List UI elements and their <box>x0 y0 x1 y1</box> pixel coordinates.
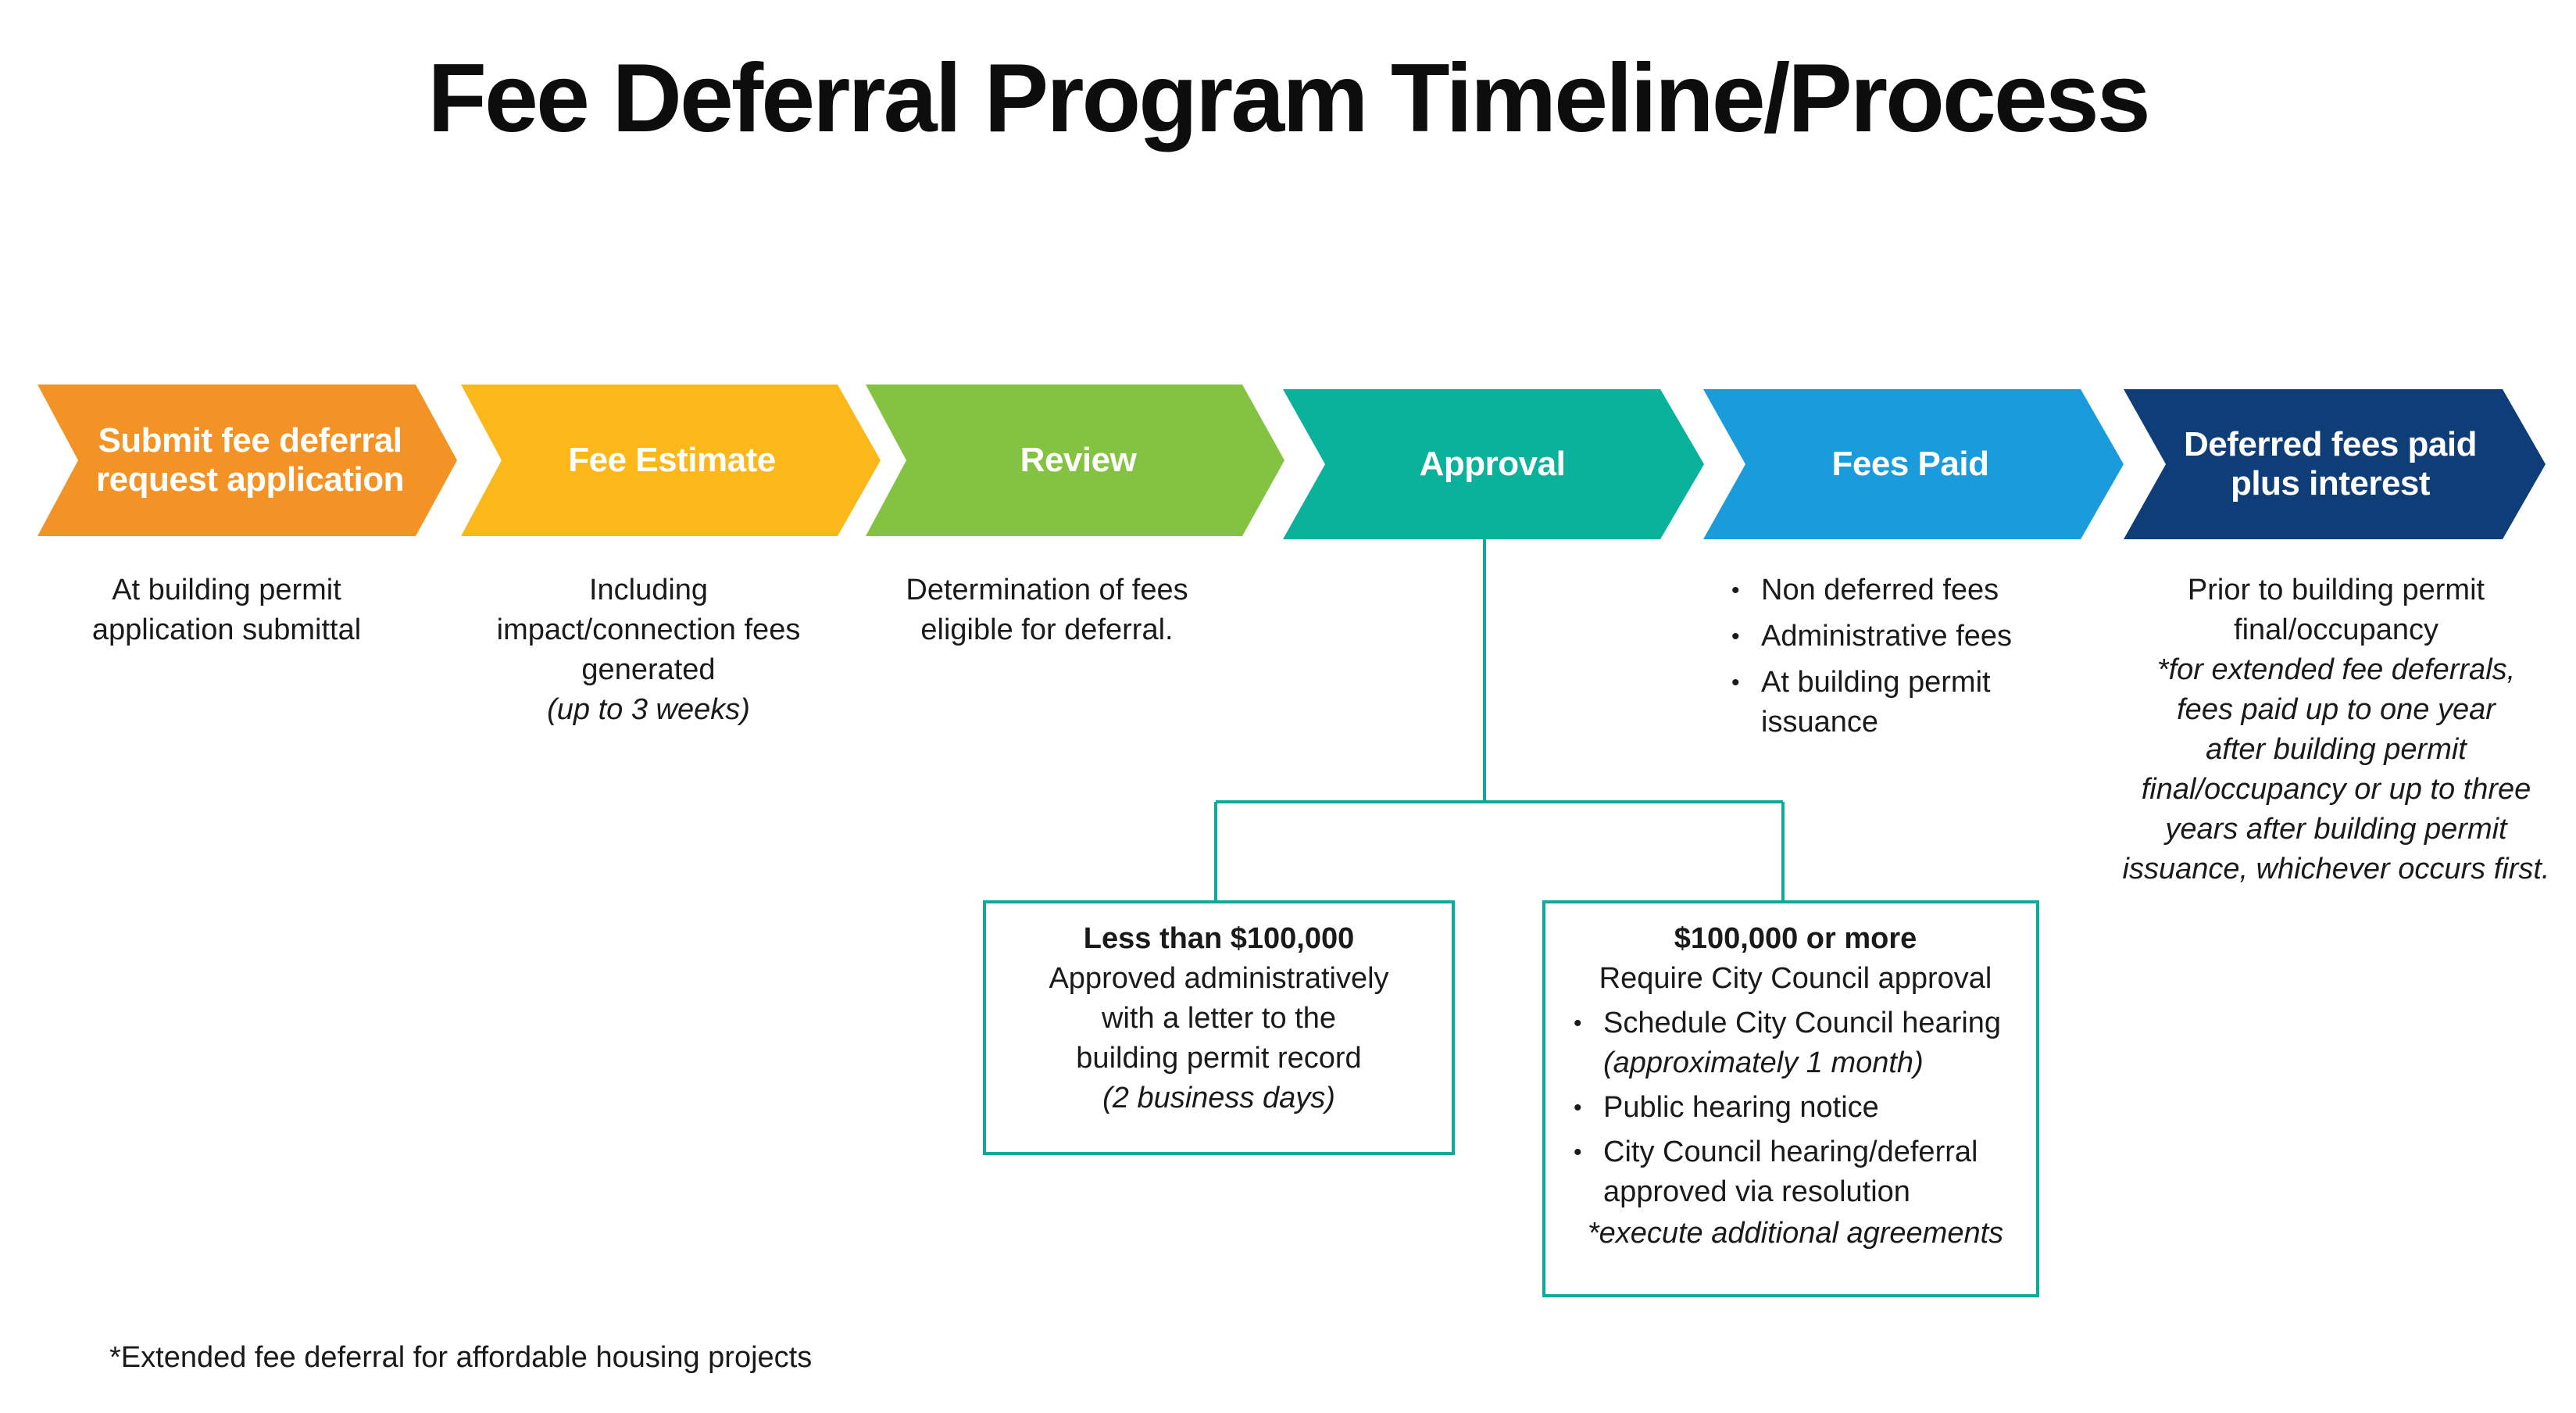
extended-deferral-note: *for extended fee deferrals, fees paid u… <box>2122 653 2550 885</box>
list-item: Schedule City Council hearing (approxima… <box>1569 1003 2022 1083</box>
step-2-description: Including impact/connection fees generat… <box>453 571 844 730</box>
list-item: Non deferred fees <box>1727 571 2063 610</box>
agreements-note: *execute additional agreements <box>1587 1217 2004 1250</box>
step-6-description: Prior to building permit final/occupancy… <box>2110 571 2563 889</box>
approval-under-100k-box: Less than $100,000 Approved administrati… <box>983 900 1455 1155</box>
council-steps-list: Schedule City Council hearing (approxima… <box>1569 1003 2022 1212</box>
list-item: Public hearing notice <box>1569 1088 2022 1128</box>
step-5-arrow <box>1703 389 2124 539</box>
branch-header: $100,000 or more Require City Council ap… <box>1569 919 2022 999</box>
list-item: Administrative fees <box>1727 617 2063 656</box>
branch-subheading: Require City Council approval <box>1599 962 1992 995</box>
branch-duration-note: (2 business days) <box>1102 1082 1335 1114</box>
step-5-label: Fees Paid <box>1831 445 1989 483</box>
branch-heading: Less than $100,000 <box>1083 922 1355 955</box>
branch-heading: $100,000 or more <box>1674 922 1917 955</box>
step-6-arrow <box>2124 389 2546 539</box>
step-1-description: At building permit application submittal <box>91 574 362 646</box>
step-4-arrow <box>1283 389 1704 539</box>
step-5-bullet-list: Non deferred fees Administrative fees At… <box>1727 571 2063 749</box>
step-3-arrow <box>866 385 1284 536</box>
step-2-duration-note: (up to 3 weeks) <box>547 693 750 726</box>
page-footnote: *Extended fee deferral for affordable ho… <box>109 1341 813 1374</box>
step-2-label: Fee Estimate <box>568 441 776 479</box>
approval-over-100k-box: $100,000 or more Require City Council ap… <box>1542 900 2039 1297</box>
step-3-label: Review <box>1020 441 1137 479</box>
step-3-description: Determination of fees eligible for defer… <box>906 574 1188 646</box>
approval-connector <box>1214 539 1785 900</box>
step-4-label: Approval <box>1419 445 1566 483</box>
list-item: At building permit issuance <box>1727 663 2063 742</box>
step-1-arrow <box>38 385 457 536</box>
step-2-arrow <box>461 385 881 536</box>
page-title: Fee Deferral Program Timeline/Process <box>427 45 2150 152</box>
list-item: City Council hearing/deferral approved v… <box>1569 1132 2022 1212</box>
